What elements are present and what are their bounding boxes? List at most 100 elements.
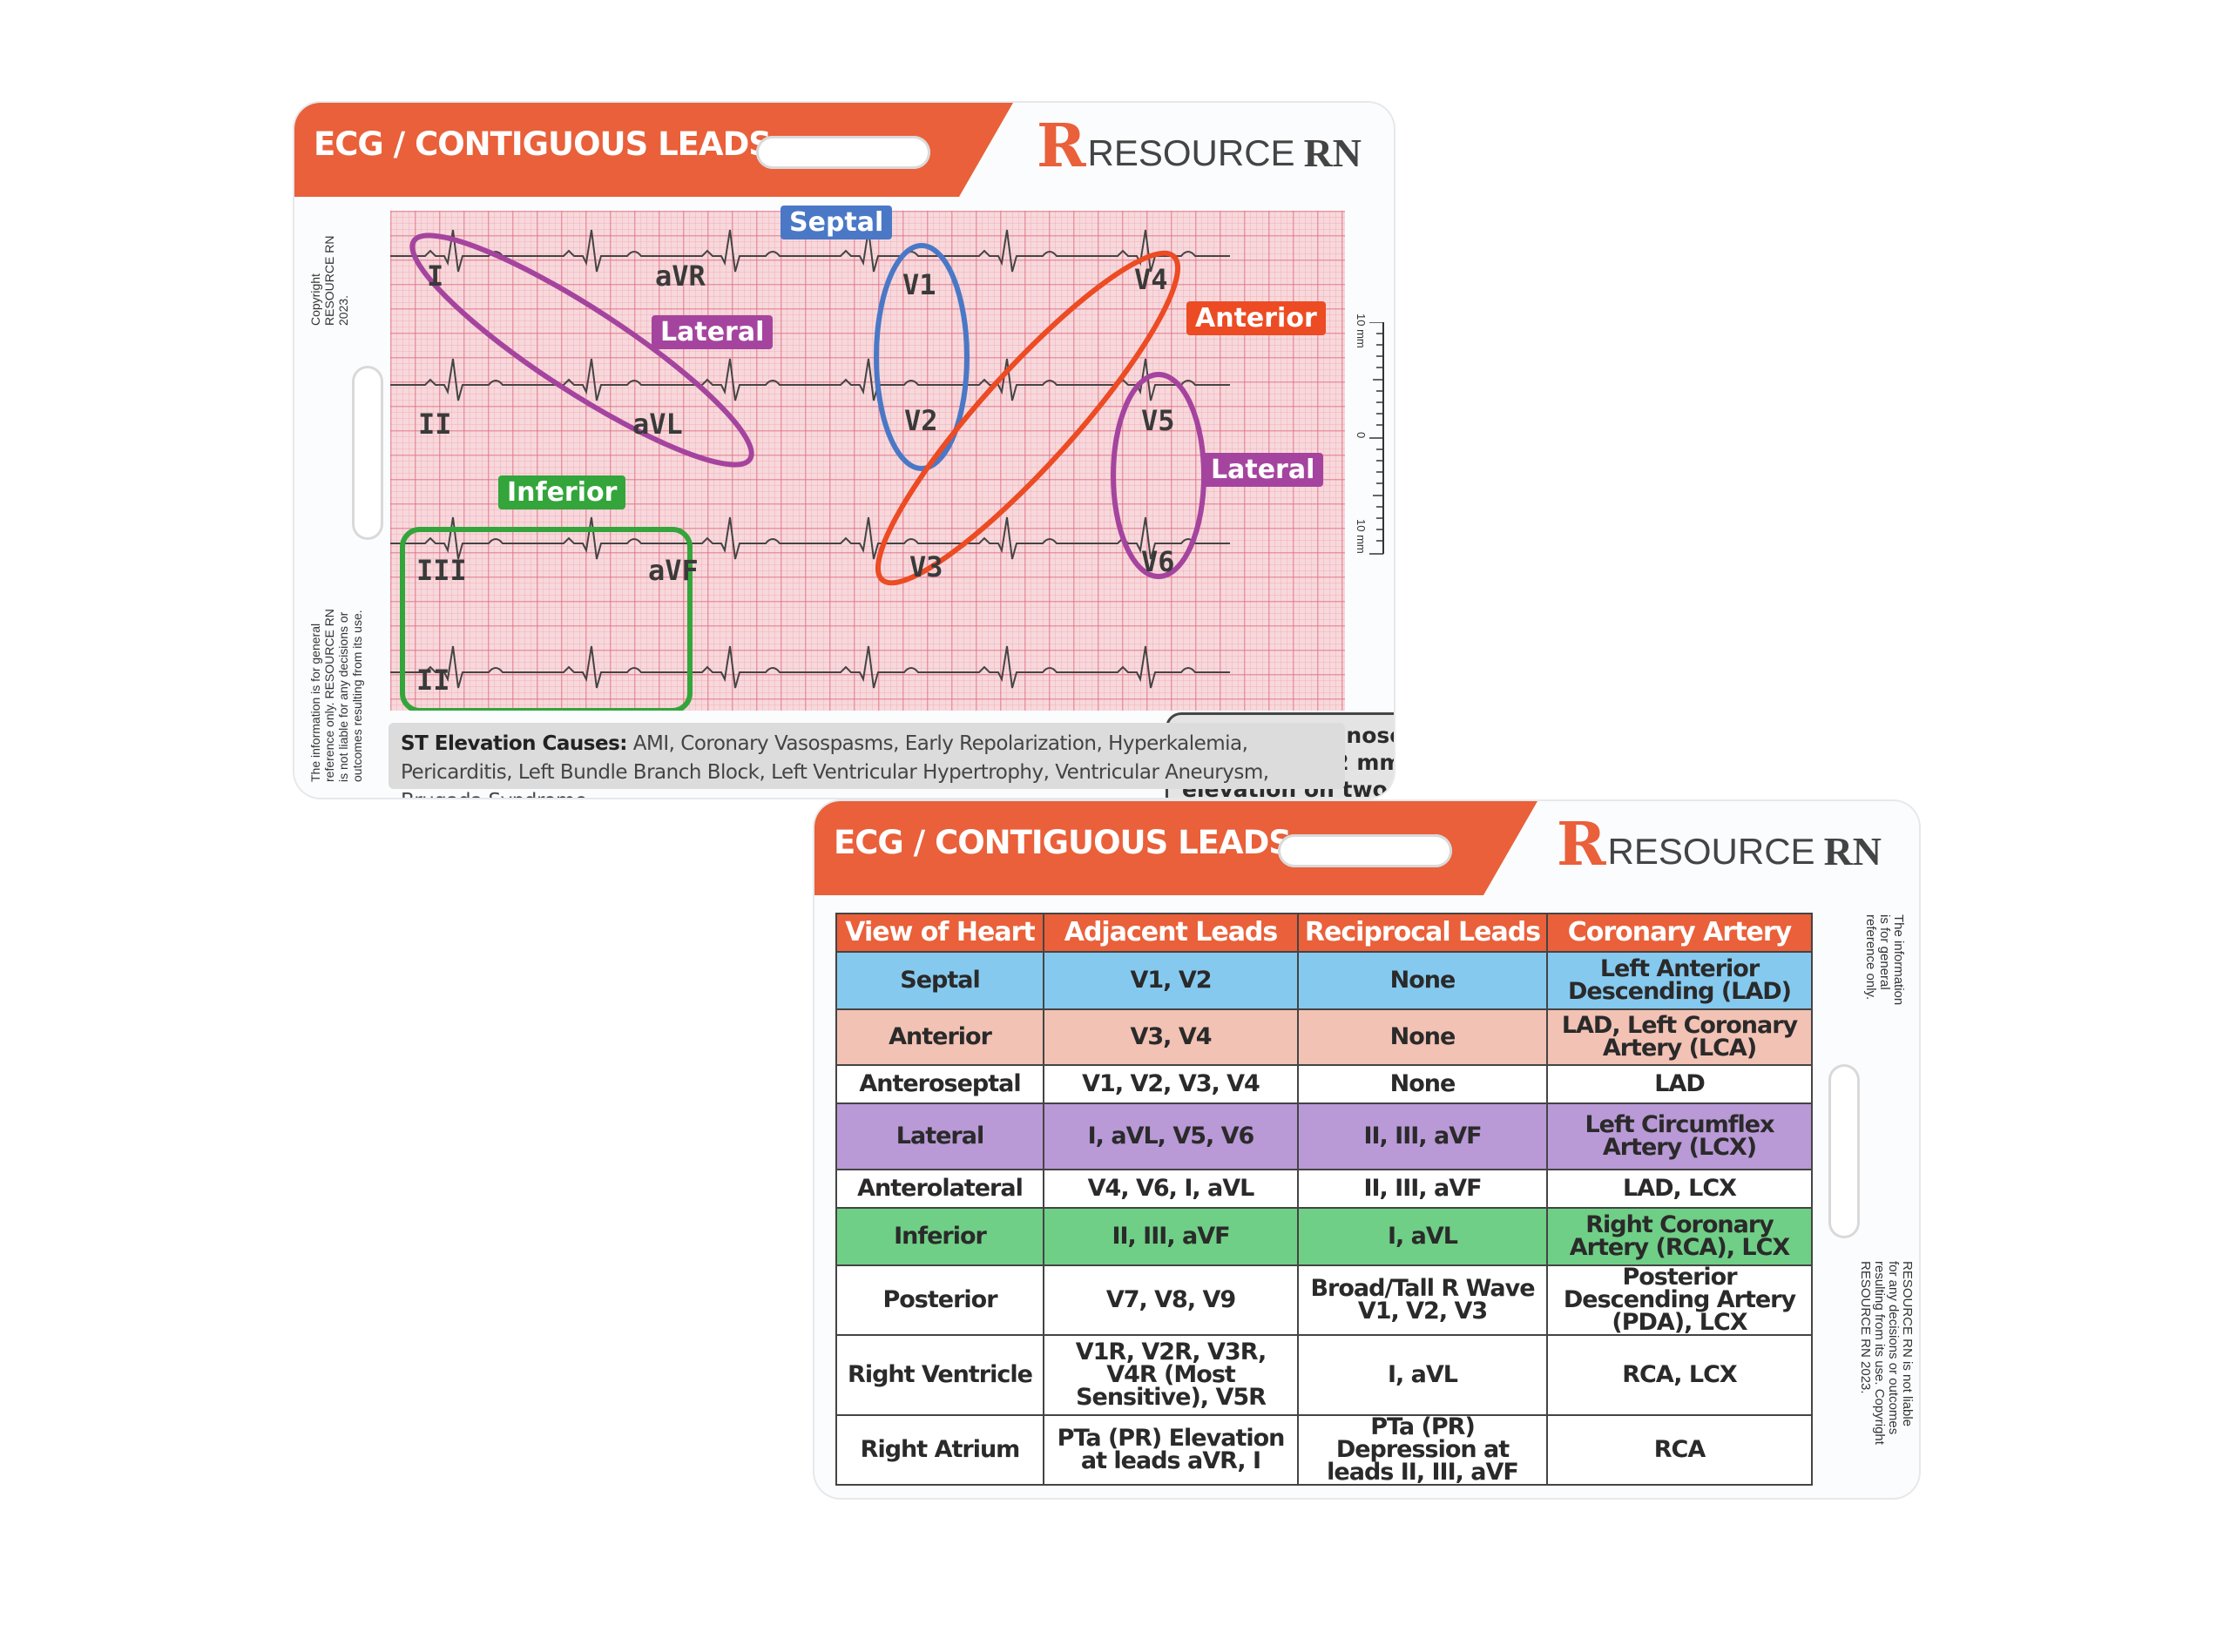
lead-V6: V6	[1141, 545, 1175, 578]
cell-adjacent: II, III, aVF	[1043, 1207, 1299, 1266]
region-septal: Septal	[780, 206, 893, 239]
cell-adjacent: V4, V6, I, aVL	[1043, 1169, 1299, 1209]
cell-adjacent: V1, V2	[1043, 951, 1299, 1010]
cell-artery: Left Circumflex Artery (LCX)	[1546, 1102, 1813, 1170]
table-row: Anterior V3, V4 None LAD, Left Coronary …	[835, 1008, 1813, 1066]
cell-adjacent: V1, V2, V3, V4	[1043, 1064, 1299, 1104]
mm-ruler: 10 mm 0 10 mm	[1355, 314, 1389, 566]
cell-artery: LAD	[1546, 1064, 1813, 1104]
ruler-label-top: 10 mm	[1355, 314, 1368, 348]
lead-aVL: aVL	[632, 408, 683, 441]
cell-reciprocal: None	[1297, 1064, 1548, 1104]
cell-reciprocal: None	[1297, 951, 1548, 1010]
cell-artery: LAD, LCX	[1546, 1169, 1813, 1209]
lead-V3: V3	[909, 550, 943, 583]
lead-II-rhythm: II	[416, 664, 450, 697]
back-side-note-bottom: RESOURCE RN is not liable for any decisi…	[1858, 1261, 1915, 1445]
ruler-label-bottom: 10 mm	[1355, 519, 1368, 554]
cell-view: Septal	[835, 951, 1044, 1010]
table-row: Posterior V7, V8, V9 Broad/Tall R Wave V…	[835, 1264, 1813, 1336]
back-brand-logo: R RESOURCE RN	[1557, 810, 1882, 880]
cell-view: Anterolateral	[835, 1169, 1044, 1209]
cell-artery: RCA, LCX	[1546, 1334, 1813, 1416]
front-brand-logo: R RESOURCE RN	[1037, 111, 1362, 181]
brand-r-mark: R	[1557, 810, 1606, 880]
table-row: Anterolateral V4, V6, I, aVL II, III, aV…	[835, 1169, 1813, 1209]
cell-artery: Left Anterior Descending (LAD)	[1546, 951, 1813, 1010]
cell-view: Anterior	[835, 1008, 1044, 1066]
cell-reciprocal: None	[1297, 1008, 1548, 1066]
region-inferior: Inferior	[498, 475, 626, 509]
header-view-of-heart: View of Heart	[835, 913, 1044, 953]
cell-artery: Right Coronary Artery (RCA), LCX	[1546, 1207, 1813, 1266]
front-side-slot	[352, 366, 383, 540]
cell-reciprocal: Broad/Tall R Wave V1, V2, V3	[1297, 1264, 1548, 1336]
back-card: ECG / CONTIGUOUS LEADS R RESOURCE RN Vie…	[814, 801, 1919, 1498]
back-title: ECG / CONTIGUOUS LEADS	[834, 824, 1291, 861]
table-row: Septal V1, V2 None Left Anterior Descend…	[835, 951, 1813, 1010]
anterior-ellipse	[875, 250, 1181, 586]
cell-reciprocal: I, aVL	[1297, 1334, 1548, 1416]
region-lateral-chest: Lateral	[1202, 453, 1324, 487]
cell-view: Anteroseptal	[835, 1064, 1044, 1104]
header-reciprocal-leads: Reciprocal Leads	[1297, 913, 1548, 953]
causes-text: AMI, Coronary Vasospasms, Early Repolari…	[401, 732, 1269, 798]
brand-r-mark: R	[1037, 111, 1086, 181]
cell-view: Right Atrium	[835, 1414, 1044, 1486]
lead-II: II	[418, 408, 452, 441]
header-adjacent-leads: Adjacent Leads	[1043, 913, 1299, 953]
brand-rn: RN	[1823, 829, 1882, 873]
cell-artery: Posterior Descending Artery (PDA), LCX	[1546, 1264, 1813, 1336]
lead-V2: V2	[904, 404, 938, 437]
cell-reciprocal: II, III, aVF	[1297, 1102, 1548, 1170]
cell-adjacent: PTa (PR) Elevation at leads aVR, I	[1043, 1414, 1299, 1486]
cell-reciprocal: PTa (PR) Depression at leads II, III, aV…	[1297, 1414, 1548, 1486]
region-anterior: Anterior	[1186, 301, 1326, 335]
table-header-row: View of Heart Adjacent Leads Reciprocal …	[835, 913, 1813, 953]
back-side-slot	[1828, 1064, 1860, 1238]
front-disclaimer: The information is for general reference…	[308, 609, 364, 782]
brand-word: RESOURCE	[1607, 831, 1815, 872]
septal-ellipse	[874, 243, 970, 471]
cell-reciprocal: I, aVL	[1297, 1207, 1548, 1266]
lead-V5: V5	[1141, 404, 1175, 437]
ecg-trace-row-2	[390, 358, 1230, 401]
ecg-trace-row-4	[390, 645, 1230, 689]
back-side-note-top: The information is for general reference…	[1863, 914, 1906, 1006]
lead-III: III	[416, 554, 467, 587]
brand-word: RESOURCE	[1087, 132, 1295, 173]
lateral-limb-ellipse	[409, 233, 754, 468]
cell-view: Lateral	[835, 1102, 1044, 1170]
table-row: Lateral I, aVL, V5, V6 II, III, aVF Left…	[835, 1102, 1813, 1170]
table-row: Right Atrium PTa (PR) Elevation at leads…	[835, 1414, 1813, 1486]
lead-aVR: aVR	[655, 260, 706, 293]
table-row: Inferior II, III, aVF I, aVL Right Coron…	[835, 1207, 1813, 1266]
ecg-strip: I aVR II aVL III aVF II V1 V2 V3 V4 V5 V…	[390, 211, 1345, 711]
cell-reciprocal: II, III, aVF	[1297, 1169, 1548, 1209]
cell-view: Posterior	[835, 1264, 1044, 1336]
cell-view: Right Ventricle	[835, 1334, 1044, 1416]
lead-I: I	[427, 260, 444, 293]
causes-label: ST Elevation Causes:	[401, 732, 627, 755]
cell-adjacent: I, aVL, V5, V6	[1043, 1102, 1299, 1170]
lead-V4: V4	[1134, 263, 1168, 296]
cell-adjacent: V3, V4	[1043, 1008, 1299, 1066]
inferior-box	[400, 527, 693, 711]
front-copyright: Copyright RESOURCE RN 2023.	[308, 235, 350, 326]
ecg-trace-row-1	[390, 229, 1230, 273]
ruler-label-zero: 0	[1355, 432, 1368, 439]
front-title: ECG / CONTIGUOUS LEADS	[314, 125, 771, 163]
back-top-slot	[1278, 834, 1452, 867]
front-top-slot	[756, 136, 930, 169]
table-row: Right Ventricle V1R, V2R, V3R, V4R (Most…	[835, 1334, 1813, 1416]
front-card: ECG / CONTIGUOUS LEADS R RESOURCE RN Cop…	[294, 103, 1394, 798]
cell-artery: RCA	[1546, 1414, 1813, 1486]
lead-aVF: aVF	[648, 554, 699, 587]
st-elevation-causes: ST Elevation Causes: AMI, Coronary Vasos…	[389, 723, 1345, 798]
contiguous-leads-table: View of Heart Adjacent Leads Reciprocal …	[835, 913, 1813, 1486]
table-row: Anteroseptal V1, V2, V3, V4 None LAD	[835, 1064, 1813, 1104]
cell-adjacent: V1R, V2R, V3R, V4R (Most Sensitive), V5R	[1043, 1334, 1299, 1416]
lead-V1: V1	[902, 268, 936, 301]
cell-artery: LAD, Left Coronary Artery (LCA)	[1546, 1008, 1813, 1066]
header-coronary-artery: Coronary Artery	[1546, 913, 1813, 953]
